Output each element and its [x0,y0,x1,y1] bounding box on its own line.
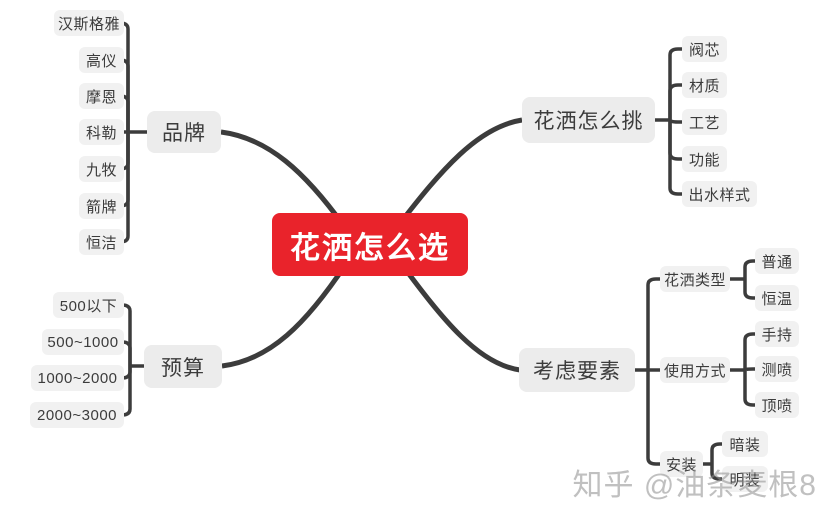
node-valve-core: 阀芯 [682,36,727,62]
node-usage-method: 使用方式 [660,357,730,383]
node-how-to-pick: 花洒怎么挑 [522,97,655,143]
node-jomoo: 九牧 [79,156,124,182]
node-moen: 摩恩 [79,83,124,109]
node-budget: 预算 [144,345,222,388]
zhihu-watermark: 知乎 @油条麦根8 [572,469,817,502]
node-water-patterns: 出水样式 [682,181,757,207]
node-2000-3000: 2000~3000 [30,402,124,428]
node-material: 材质 [682,72,727,98]
node-installation: 安装 [660,451,703,477]
node-hansgrohe: 汉斯格雅 [54,10,124,36]
node-craftsmanship: 工艺 [682,109,727,135]
node-kohler: 科勒 [79,119,124,145]
node-brand: 品牌 [147,111,221,153]
node-grohe: 高仪 [79,47,124,73]
node-function: 功能 [682,146,727,172]
node-1000-2000: 1000~2000 [31,365,124,391]
node-normal: 普通 [755,248,799,274]
node-arrow: 箭牌 [79,193,124,219]
node-under-500: 500以下 [53,292,124,318]
node-handheld: 手持 [755,321,799,347]
node-thermostatic: 恒温 [755,285,799,311]
node-concealed: 暗装 [722,431,768,457]
node-root: 花洒怎么选 [272,213,468,276]
node-top-spray: 顶喷 [755,392,799,418]
node-considerations: 考虑要素 [519,348,635,392]
node-exposed: 明装 [722,466,768,492]
node-shower-type: 花洒类型 [660,266,730,292]
node-side-spray: 测喷 [755,356,799,382]
node-500-1000: 500~1000 [42,329,124,355]
node-hengjie: 恒洁 [79,229,124,255]
